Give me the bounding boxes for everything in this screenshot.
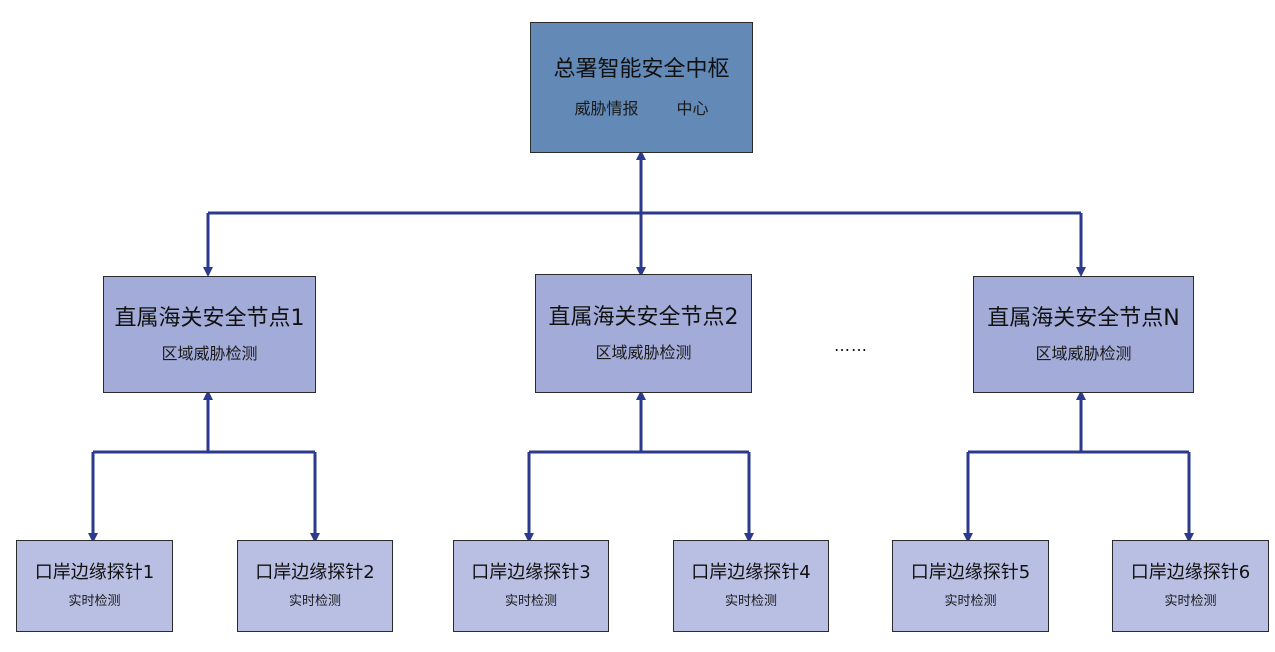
node-title: 直属海关安全节点2 <box>548 304 739 330</box>
probe-title: 口岸边缘探针6 <box>1130 562 1251 584</box>
probe-subtitle: 实时检测 <box>1164 594 1217 609</box>
node-box-1: 直属海关安全节点1 区域威胁检测 <box>103 276 316 393</box>
probe-title: 口岸边缘探针1 <box>34 562 155 584</box>
node-subtitle: 区域威胁检测 <box>595 343 692 363</box>
probe-title: 口岸边缘探针2 <box>255 562 375 584</box>
hub-box: 总署智能安全中枢 威胁情报 中心 <box>530 22 753 153</box>
probe-subtitle: 实时检测 <box>288 594 341 609</box>
node-box-2: 直属海关安全节点2 区域威胁检测 <box>535 274 752 393</box>
hub-subtitle-right: 中心 <box>676 99 709 119</box>
probe-box-1: 口岸边缘探针1 实时检测 <box>16 540 173 632</box>
probe-box-2: 口岸边缘探针2 实时检测 <box>237 540 393 632</box>
node-title: 直属海关安全节点N <box>987 305 1180 331</box>
probe-box-3: 口岸边缘探针3 实时检测 <box>453 540 609 632</box>
hub-title: 总署智能安全中枢 <box>553 56 730 82</box>
hub-subtitle: 威胁情报 中心 <box>574 99 708 118</box>
node-subtitle: 区域威胁检测 <box>1035 344 1132 364</box>
probe-title: 口岸边缘探针4 <box>691 562 811 584</box>
probe-title: 口岸边缘探针5 <box>910 562 1031 584</box>
probe-box-5: 口岸边缘探针5 实时检测 <box>892 540 1049 632</box>
node-box-n: 直属海关安全节点N 区域威胁检测 <box>973 276 1194 393</box>
probe-subtitle: 实时检测 <box>68 594 121 609</box>
probe-box-4: 口岸边缘探针4 实时检测 <box>673 540 829 632</box>
probe-box-6: 口岸边缘探针6 实时检测 <box>1112 540 1269 632</box>
node-subtitle: 区域威胁检测 <box>161 344 258 364</box>
ellipsis-text: …… <box>834 336 868 355</box>
hub-subtitle-left: 威胁情报 <box>574 99 639 119</box>
probe-subtitle: 实时检测 <box>724 594 777 609</box>
probe-subtitle: 实时检测 <box>944 594 997 609</box>
probe-subtitle: 实时检测 <box>504 594 557 609</box>
probe-title: 口岸边缘探针3 <box>471 562 591 584</box>
node-title: 直属海关安全节点1 <box>114 305 305 331</box>
